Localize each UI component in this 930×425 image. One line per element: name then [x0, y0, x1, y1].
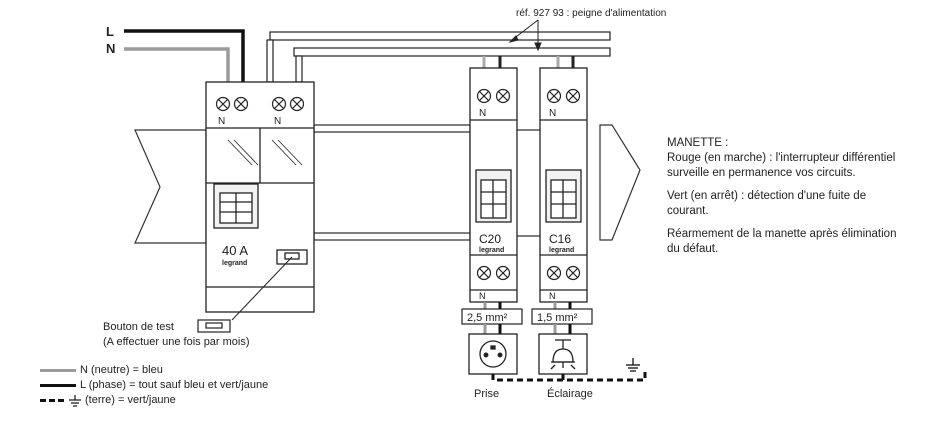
manette-title: MANETTE :	[667, 137, 729, 149]
phase-swatch	[40, 384, 76, 387]
neutral-label: N	[106, 41, 115, 56]
load-label: Éclairage	[547, 387, 593, 400]
load-label: Prise	[474, 388, 499, 400]
differential-terminal-label: N	[218, 116, 225, 127]
test-button-pointer	[231, 256, 293, 321]
breaker-c16: N C16 legrand N 1,5 mm²	[531, 67, 593, 325]
socket-icon	[468, 333, 518, 375]
comb-reference: réf. 927 93 : peigne d'alimentation	[516, 8, 666, 19]
breaker-rating: C16	[549, 232, 571, 246]
comb-busbar	[266, 31, 611, 83]
breaker-bottom-label: N	[549, 291, 556, 301]
legend-text: N (neutre) = bleu	[80, 364, 163, 376]
earth-symbol-icon	[626, 358, 640, 372]
phase-wire	[124, 29, 245, 82]
wire-section-box	[461, 308, 523, 325]
breaker-terminal-label: N	[479, 108, 486, 119]
wire-legend: N (neutre) = bleu L (phase) = tout sauf …	[40, 363, 268, 408]
neutral-wire	[124, 47, 230, 82]
lamp-icon	[538, 333, 588, 375]
manette-explanation: MANETTE : Rouge (en marche) : l'interrup…	[667, 136, 907, 265]
test-button-note: (A effectuer une fois par mois)	[103, 336, 250, 348]
legend-text: (terre) = vert/jaune	[85, 394, 176, 406]
differential-brand: legrand	[222, 260, 247, 267]
wire-section: 2,5 mm²	[467, 312, 508, 324]
differential-terminal-label: N	[274, 116, 281, 127]
legend-text: L (phase) = tout sauf bleu et vert/jaune	[80, 379, 269, 391]
neutral-swatch	[40, 369, 76, 372]
differential-switch	[205, 81, 315, 313]
manette-on-text: Rouge (en marche) : l'interrupteur diffé…	[667, 152, 896, 179]
test-button-label: Bouton de test	[103, 321, 174, 333]
phase-label: L	[106, 24, 114, 39]
differential-rating: 40 A	[222, 243, 248, 258]
breaker-brand: legrand	[479, 247, 504, 254]
test-button-icon	[197, 319, 231, 333]
breaker-c20: N C20 legrand N 2,5 mm²	[461, 67, 523, 325]
wire-section: 1,5 mm²	[537, 312, 578, 324]
earth-symbol-icon	[69, 394, 81, 407]
earth-wire	[491, 368, 647, 382]
wire-section-box	[531, 308, 593, 325]
manette-reset-text: Réarmement de la manette après éliminati…	[667, 228, 897, 255]
legend-row-phase: L (phase) = tout sauf bleu et vert/jaune	[40, 378, 268, 393]
earth-swatch	[40, 399, 64, 402]
legend-row-earth: (terre) = vert/jaune	[40, 393, 268, 408]
breaker-brand: legrand	[549, 247, 574, 254]
manette-off-text: Vert (en arrêt) : détection d'une fuite …	[667, 190, 867, 217]
breaker-terminal-label: N	[549, 108, 556, 119]
breaker-rating: C20	[479, 232, 501, 246]
breaker-bottom-label: N	[479, 291, 486, 301]
comb-pointer-arrows	[508, 19, 542, 52]
differential-terminals: N N	[215, 96, 305, 127]
legend-row-neutral: N (neutre) = bleu	[40, 363, 268, 378]
